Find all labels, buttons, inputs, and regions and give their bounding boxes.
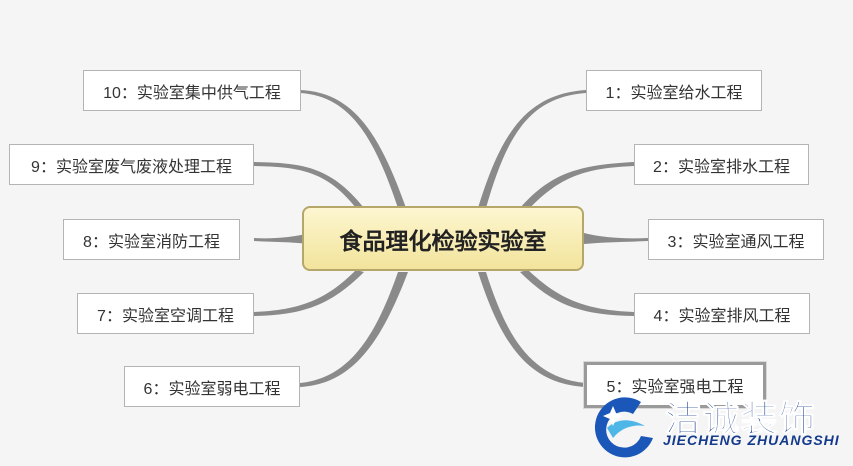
node-9[interactable]: 9：实验室废气废液处理工程 (9, 144, 254, 185)
node-5-label: 5：实验室强电工程 (606, 379, 744, 396)
node-4-label: 4：实验室排风工程 (653, 307, 791, 325)
node-8[interactable]: 8：实验室消防工程 (63, 219, 240, 260)
logo-subtitle: JIECHENG ZHUANGSHI (663, 432, 840, 448)
watermark-logo: 洁诚装饰 JIECHENG ZHUANGSHI (583, 388, 851, 464)
node-9-label: 9：实验室废气废液处理工程 (31, 158, 232, 176)
logo-name: 洁诚装饰 (664, 398, 818, 440)
node-8-label: 8：实验室消防工程 (83, 233, 220, 251)
node-6[interactable]: 6：实验室弱电工程 (124, 366, 300, 407)
node-7-label: 7：实验室空调工程 (97, 307, 234, 325)
central-topic-label: 食品理化检验实验室 (339, 227, 547, 254)
branch-to-node-6 (300, 272, 408, 387)
node-4[interactable]: 4：实验室排风工程 (634, 293, 810, 334)
node-2-label: 2：实验室排水工程 (653, 158, 790, 176)
branch-to-node-4 (520, 270, 634, 316)
branch-to-node-2 (520, 162, 634, 210)
branch-to-node-5 (478, 272, 586, 387)
node-3[interactable]: 3：实验室通风工程 (648, 219, 824, 260)
node-10-label: 10：实验室集中供气工程 (103, 84, 281, 102)
node-7[interactable]: 7：实验室空调工程 (77, 293, 254, 334)
node-1[interactable]: 1：实验室给水工程 (586, 70, 762, 111)
central-topic[interactable]: 食品理化检验实验室 (302, 206, 584, 271)
branch-to-node-1 (478, 90, 586, 208)
node-1-label: 1：实验室给水工程 (605, 84, 743, 102)
node-3-label: 3：实验室通风工程 (667, 233, 805, 251)
branch-to-node-10 (300, 90, 406, 208)
branch-to-node-7 (254, 270, 364, 316)
logo-emblem-icon (594, 397, 653, 458)
node-6-label: 6：实验室弱电工程 (143, 380, 281, 398)
branch-to-node-9 (254, 162, 364, 208)
node-10[interactable]: 10：实验室集中供气工程 (83, 70, 301, 111)
branch-to-node-8 (254, 233, 310, 244)
node-2[interactable]: 2：实验室排水工程 (634, 144, 809, 185)
branch-to-node-3 (584, 233, 648, 244)
